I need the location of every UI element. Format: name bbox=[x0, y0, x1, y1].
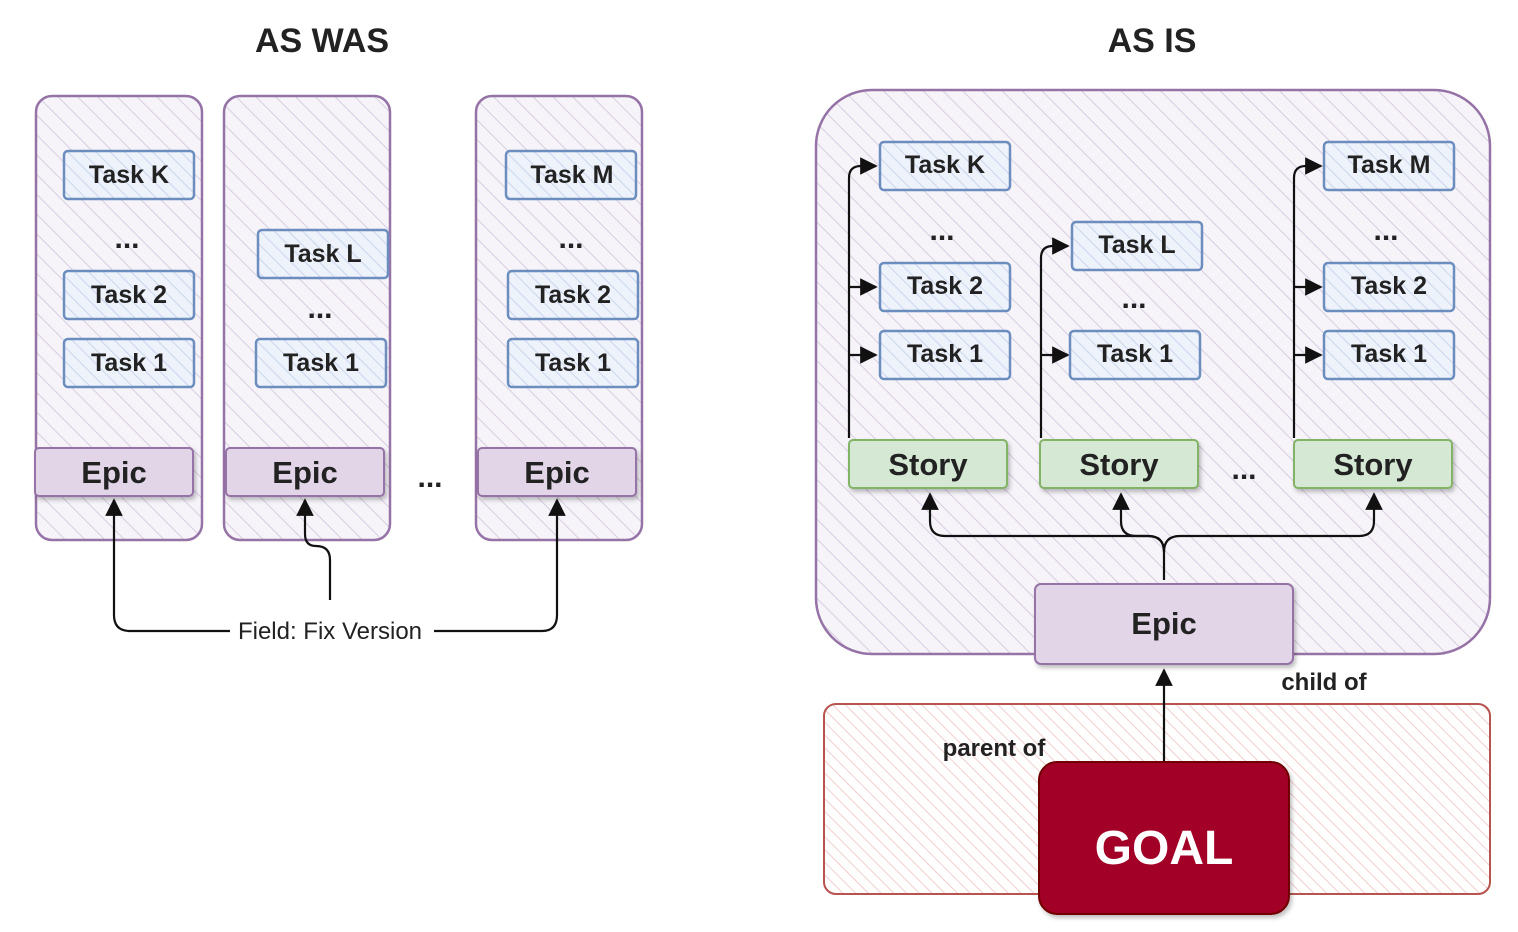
epic-box: Epic bbox=[225, 447, 385, 497]
story-box: Story bbox=[1293, 439, 1453, 489]
fix-version-connectors bbox=[105, 498, 566, 633]
child-of-label: child of bbox=[1281, 669, 1367, 696]
task-label: Task L bbox=[284, 240, 361, 268]
task-label: Task 1 bbox=[1097, 340, 1173, 368]
epic-box: Epic bbox=[34, 447, 194, 497]
task-card: Task 1 bbox=[62, 337, 196, 389]
ellipsis-between-stories: ... bbox=[1231, 453, 1256, 486]
task-card: Task 1 bbox=[506, 337, 640, 389]
task-card: Task L bbox=[1070, 220, 1204, 272]
as-was-column-2: Task L ... Task 1 Epic bbox=[222, 94, 392, 542]
story-group-3: Task M ... Task 2 Task 1 Story bbox=[1292, 140, 1456, 489]
task-label: Task 1 bbox=[91, 349, 167, 377]
ellipsis: ... bbox=[1121, 282, 1146, 315]
task-card: Task 1 bbox=[1068, 329, 1202, 381]
ellipsis: ... bbox=[1373, 214, 1398, 247]
story-box: Story bbox=[1039, 439, 1199, 489]
task-label: Task L bbox=[1098, 231, 1175, 259]
task-label: Task M bbox=[1348, 151, 1431, 179]
story-label: Story bbox=[1079, 447, 1159, 482]
fix-version-field-label: Field: Fix Version bbox=[238, 618, 422, 645]
task-label: Task 1 bbox=[1351, 340, 1427, 368]
parent-of-label: parent of bbox=[943, 735, 1047, 762]
ellipsis-between-columns: ... bbox=[417, 461, 442, 494]
task-card: Task 2 bbox=[62, 269, 196, 321]
task-card: Task M bbox=[504, 149, 638, 201]
story-group-2: Task L ... Task 1 Story bbox=[1039, 220, 1204, 489]
task-card: Task L bbox=[256, 228, 390, 280]
as-was-title: AS WAS bbox=[255, 22, 389, 60]
story-label: Story bbox=[1333, 447, 1413, 482]
as-was-section: Task K ... Task 2 Task 1 Epic Task L bbox=[34, 94, 644, 645]
task-label: Task 1 bbox=[283, 349, 359, 377]
task-card: Task 2 bbox=[506, 269, 640, 321]
task-label: Task 2 bbox=[907, 272, 983, 300]
as-was-column-1: Task K ... Task 2 Task 1 Epic bbox=[34, 94, 204, 542]
epic-label: Epic bbox=[81, 455, 146, 490]
task-label: Task 2 bbox=[1351, 272, 1427, 300]
ellipsis: ... bbox=[307, 292, 332, 325]
epic-label: Epic bbox=[1131, 606, 1196, 641]
as-is-section: Task K ... Task 2 Task 1 Story Task L bbox=[814, 88, 1492, 915]
epic-to-story-connectors bbox=[921, 492, 1383, 580]
ellipsis: ... bbox=[558, 222, 583, 255]
task-card: Task 1 bbox=[1322, 329, 1456, 381]
task-label: Task K bbox=[905, 151, 985, 179]
task-label: Task 2 bbox=[535, 281, 611, 309]
goal-box: GOAL bbox=[1038, 761, 1290, 915]
story-label: Story bbox=[888, 447, 968, 482]
task-label: Task K bbox=[89, 161, 169, 189]
epic-box: Epic bbox=[1034, 583, 1294, 665]
task-label: Task 1 bbox=[907, 340, 983, 368]
task-card: Task K bbox=[878, 140, 1012, 192]
task-card: Task M bbox=[1322, 140, 1456, 192]
task-card: Task 1 bbox=[254, 337, 388, 389]
task-card: Task 2 bbox=[1322, 261, 1456, 313]
as-was-column-3: Task M ... Task 2 Task 1 Epic bbox=[474, 94, 644, 542]
epic-label: Epic bbox=[272, 455, 337, 490]
as-is-title: AS IS bbox=[1108, 22, 1197, 60]
task-card: Task 2 bbox=[878, 261, 1012, 313]
task-label: Task 2 bbox=[91, 281, 167, 309]
ellipsis: ... bbox=[929, 214, 954, 247]
task-label: Task M bbox=[531, 161, 614, 189]
epic-box: Epic bbox=[477, 447, 637, 497]
task-card: Task 1 bbox=[878, 329, 1012, 381]
story-box: Story bbox=[848, 439, 1008, 489]
ellipsis: ... bbox=[114, 222, 139, 255]
epic-label: Epic bbox=[524, 455, 589, 490]
task-label: Task 1 bbox=[535, 349, 611, 377]
task-card: Task K bbox=[62, 149, 196, 201]
story-group-1: Task K ... Task 2 Task 1 Story bbox=[847, 140, 1012, 489]
goal-label: GOAL bbox=[1095, 822, 1234, 875]
